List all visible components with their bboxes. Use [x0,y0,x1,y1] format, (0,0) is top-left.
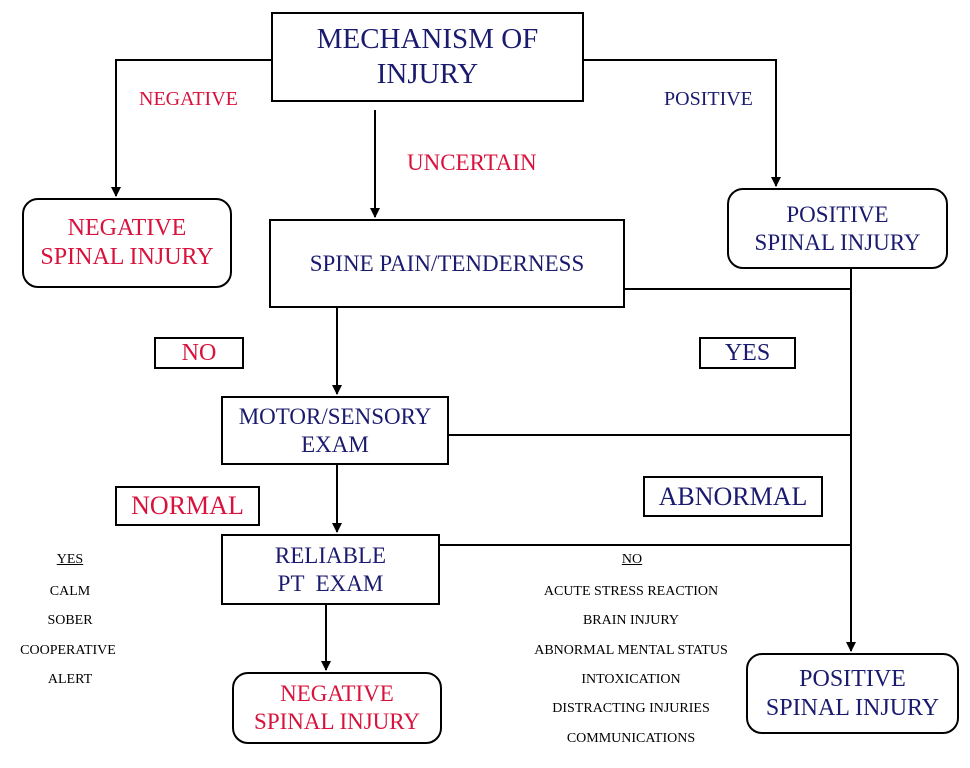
reliable-line2: PT EXAM [277,570,384,596]
positive-spinal-injury-bottom-box: POSITIVE SPINAL INJURY [746,653,959,734]
no-item-brain-injury: BRAIN INJURY [582,613,680,628]
motor-line1: MOTOR/SENSORY [238,403,432,429]
pos-top-line1: POSITIVE [786,201,889,227]
label-negative: NEGATIVE [139,88,238,110]
yes-item-calm: CALM [49,584,91,599]
mechanism-of-injury-box: MECHANISM OF INJURY [271,12,584,102]
neg-bottom-line1: NEGATIVE [280,681,394,707]
neg-top-line2: SPINAL INJURY [40,244,214,270]
pos-bottom-line1: POSITIVE [799,665,906,692]
mechanism-line1: MECHANISM OF [316,23,539,56]
negative-spinal-injury-bottom-box: NEGATIVE SPINAL INJURY [232,672,442,744]
label-no: NO [154,337,244,369]
spine-pain-tenderness-box: SPINE PAIN/TENDERNESS [269,219,625,308]
pos-bottom-line2: SPINAL INJURY [765,694,940,721]
pos-top-line2: SPINAL INJURY [754,229,921,255]
edge-mechanism-negative [111,59,271,197]
yes-list-header: YES [56,552,84,567]
no-item-communications: COMMUNICATIONS [566,731,696,746]
label-uncertain: UNCERTAIN [407,150,537,175]
motor-sensory-exam-box: MOTOR/SENSORY EXAM [221,396,449,465]
label-abnormal: ABNORMAL [643,476,823,517]
negative-spinal-injury-top-box: NEGATIVE SPINAL INJURY [22,198,232,288]
label-positive: POSITIVE [664,88,753,110]
reliable-pt-exam-box: RELIABLE PT EXAM [221,534,440,605]
no-item-acute-stress: ACUTE STRESS REACTION [543,584,719,599]
neg-top-line1: NEGATIVE [67,215,187,242]
motor-line2: EXAM [301,431,369,457]
yes-item-sober: SOBER [47,613,93,628]
no-item-abnormal-mental: ABNORMAL MENTAL STATUS [534,643,728,658]
no-item-distracting: DISTRACTING INJURIES [552,701,710,716]
yes-item-cooperative: COOPERATIVE [20,643,116,658]
yes-item-alert: ALERT [47,672,93,687]
no-item-intoxication: INTOXICATION [581,672,681,687]
spine-pain-text: SPINE PAIN/TENDERNESS [309,250,585,276]
edge-mechanism-positive [584,59,781,187]
reliable-line1: RELIABLE [274,542,387,568]
positive-spinal-injury-top-box: POSITIVE SPINAL INJURY [727,188,948,269]
label-yes: YES [699,337,796,369]
label-normal: NORMAL [115,486,260,526]
mechanism-line2: INJURY [376,58,479,90]
neg-bottom-line2: SPINAL INJURY [254,709,420,734]
no-list-header: NO [621,552,643,567]
